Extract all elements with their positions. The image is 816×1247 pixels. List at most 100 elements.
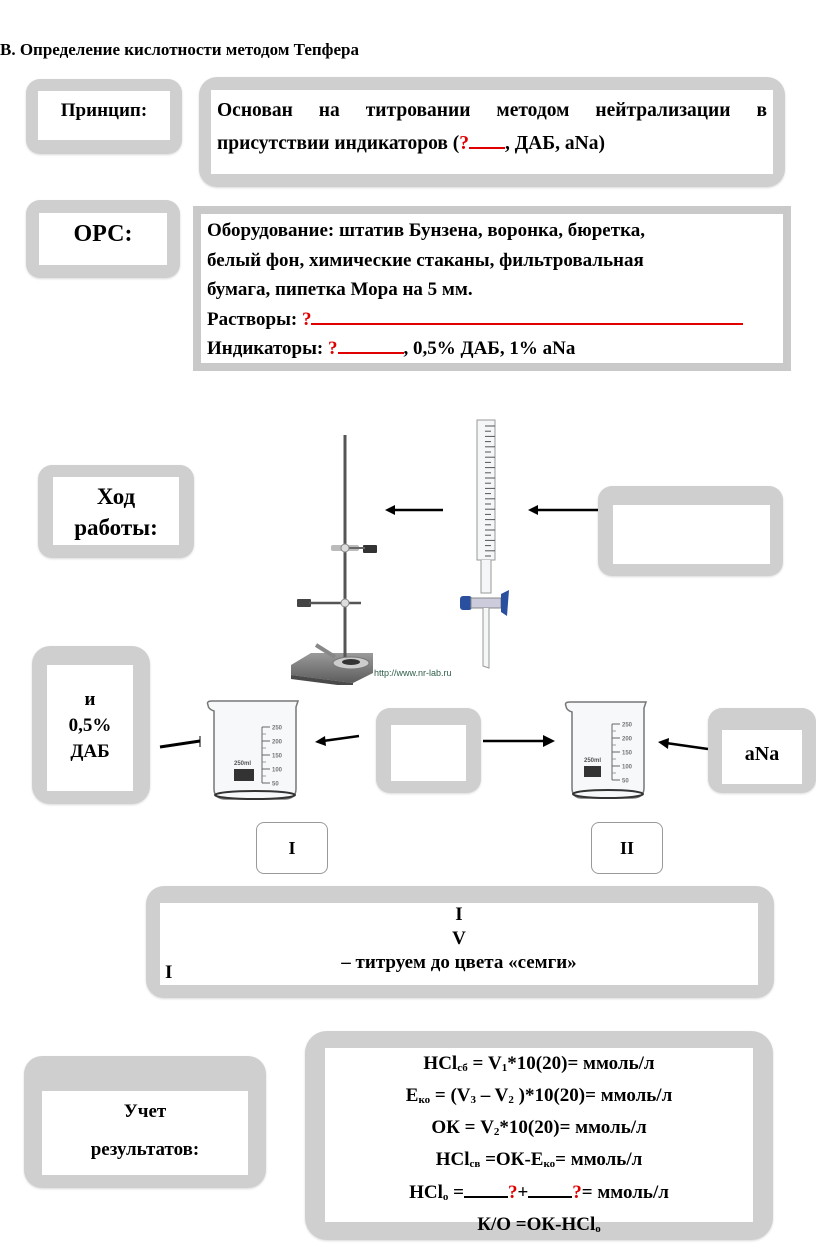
indicator-box-left-text: и 0,5% ДАБ [47,665,133,765]
f6-a: К/О =ОК-HCl [477,1214,596,1235]
formula-hcl-free: HClсв =ОК-Eко= ммоль/л [325,1146,753,1178]
f4-a: HCl [435,1149,470,1170]
f1-a-sub: сб [457,1062,468,1074]
roman-2: II [619,837,634,858]
principle-label-box: Принцип: [26,79,182,154]
principle-text-box: Основан на титровании методом нейтрализа… [199,77,785,187]
beaker-2-label: II [591,822,663,874]
orc-label-box: ОРС: [26,200,180,278]
equipment-line-1: Оборудование: штатив Бунзена, воронка, б… [207,220,645,241]
hcl-total-blank-2[interactable] [528,1178,573,1198]
arrow-box-to-burette [528,505,603,515]
titration-corner-mark: I [165,962,173,983]
stopcock-handle [501,590,509,616]
formula-total-acidity: ОК = V2*10(20)= ммоль/л [325,1114,753,1146]
watermark-url: http://www.nr-lab.ru [374,668,452,678]
principle-label: Принцип: [60,100,148,121]
f5-plus: + [517,1182,529,1203]
arrow-middle-box-to-beaker-2 [483,735,555,747]
f3-b: *10(20)= ммоль/л [499,1117,647,1138]
f1-c: *10(20)= ммоль/л [507,1053,655,1074]
f5-b: = [448,1182,464,1203]
question-mark: ? [507,1182,518,1203]
beaker-scale-label: 250 [622,723,633,729]
f1-a: HCl [423,1053,458,1074]
beaker-scale-label: 200 [272,740,283,746]
equipment-line-3: бумага, пипетка Мора на 5 мм. [207,279,473,300]
principle-line-2-suffix: , ДАБ, aNa) [504,133,605,154]
f4-b: =ОК-E [480,1149,544,1170]
titration-text: I V – титруем до цвета «семги» [160,903,758,975]
connector-left-box-to-beaker-1 [159,736,201,749]
section-title: B. Определение кислотности методом Тепфе… [0,40,359,59]
principle-line-1: Основан на титровании методом нейтрализа… [217,100,767,121]
beaker-volume-label: 250ml [234,761,251,767]
results-label-line-1: Учет [123,1101,167,1122]
f2-d: )*10(20)= ммоль/л [513,1085,673,1106]
f4-b-sub: ко [543,1158,556,1170]
procedure-label-line-2: работы: [74,515,158,540]
beaker-scale-label: 100 [272,768,283,774]
beaker-volume-label: 250ml [584,758,601,764]
results-label: Учет результатов: [42,1091,248,1169]
burette-tube [476,419,496,561]
formulas-box: HClсб = V1*10(20)= ммоль/л Eко = (V3 – V… [305,1031,773,1240]
beaker-scale-label: 100 [622,765,633,771]
f1-b-sub: 1 [501,1062,508,1074]
beaker-label-patch [584,766,601,777]
question-mark: ? [328,338,338,359]
titration-box: I V – титруем до цвета «семги» I [146,886,774,998]
f3-a: ОК = V [431,1117,494,1138]
stopcock-left [460,596,472,610]
left-box-line-3: ДАБ [70,741,110,762]
question-mark: ? [301,308,312,330]
f2-c: – V [476,1085,509,1106]
reagent-input-top-right[interactable] [613,505,770,564]
beaker-scale-label: 200 [622,737,633,743]
reagent-box-middle [376,708,481,793]
solutions-line: Растворы: ? [207,305,777,335]
principle-line-2: присутствии индикаторов (? , ДАБ, aNa) [217,127,767,160]
solutions-label: Растворы: [207,308,302,330]
arrow-burette-to-stand [385,505,443,515]
arrow-middle-box-to-beaker-1 [315,734,360,746]
f5-c: = ммоль/л [581,1182,669,1203]
reagent-box-top-right [598,486,783,576]
f2-c-sub: 2 [508,1094,514,1106]
indicators-blank[interactable] [337,334,404,354]
principle-line-2-prefix: присутствии индикаторов ( [217,133,460,154]
procedure-label-box: Ход работы: [38,465,194,558]
f1-b: = V [467,1053,502,1074]
f3-a-sub: 2 [493,1126,500,1138]
question-mark: ? [459,133,469,154]
left-box-line-2: 0,5% [68,715,112,736]
results-label-box: Учет результатов: [24,1056,266,1188]
roman-1: I [288,837,296,858]
indicators-rest: , 0,5% ДАБ, 1% aNa [403,338,576,359]
results-label-line-2: результатов: [90,1139,200,1160]
reagent-input-middle[interactable] [391,725,466,781]
f2-b-sub: 3 [470,1094,477,1106]
solutions-blank[interactable] [311,305,744,325]
f5-a: HCl [409,1182,443,1203]
formula-combined-acids: К/О =ОК-HClо [325,1211,753,1243]
question-mark: ? [572,1182,582,1203]
beaker-scale-label: 50 [272,782,279,788]
hcl-total-blank-1[interactable] [463,1178,508,1198]
left-box-line-1: и [84,689,96,710]
titration-line-1: I [455,904,463,925]
procedure-label: Ход работы: [53,477,179,543]
f2-a: E [405,1085,419,1106]
f6-a-sub: о [595,1223,601,1235]
burette-illustration [460,419,509,669]
orc-text-box: Оборудование: штатив Бунзена, воронка, б… [193,206,791,371]
formula-eko: Eко = (V3 – V2 )*10(20)= ммоль/л [325,1082,753,1114]
bunsen-stand-illustration [291,435,377,685]
orc-label: ОРС: [73,221,133,247]
f4-c: = ммоль/л [555,1149,643,1170]
beaker-label-patch [234,769,254,781]
beaker-scale-label: 150 [622,751,633,757]
fill-in-blank[interactable] [468,129,505,149]
indicators-line: Индикаторы: ?, 0,5% ДАБ, 1% aNa [207,334,777,364]
